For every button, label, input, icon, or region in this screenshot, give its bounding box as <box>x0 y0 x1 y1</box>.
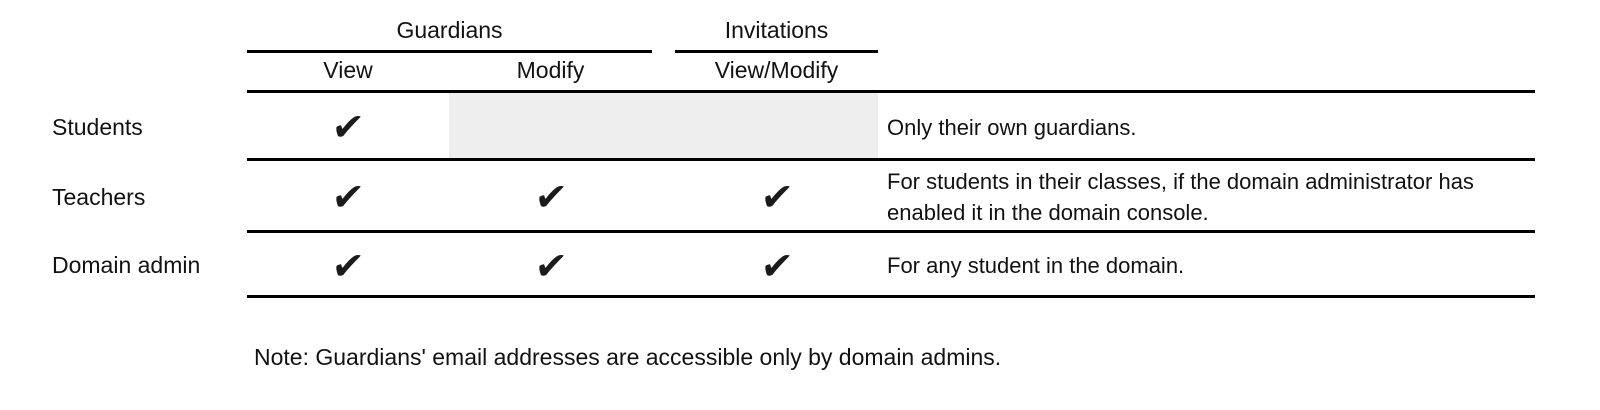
teachers-note: For students in their classes, if the do… <box>887 169 1474 225</box>
column-header-view-modify: View/Modify <box>714 57 839 83</box>
table-row-teachers: Teachers ✔ ✔ ✔ For students in their cla… <box>0 161 1600 233</box>
permissions-table-page: Guardians Invitations View Modify View/M… <box>0 10 1600 370</box>
domain-admin-modify-cell: ✔ <box>449 233 652 298</box>
group-header-guardians: Guardians <box>396 17 503 43</box>
check-mark-icon: ✔ <box>532 243 569 288</box>
teachers-view-modify-cell: ✔ <box>675 161 878 233</box>
domain-admin-note: For any student in the domain. <box>887 253 1185 278</box>
table-row-domain-admin: Domain admin ✔ ✔ ✔ For any student in th… <box>0 233 1600 298</box>
column-header-view: View <box>323 57 373 83</box>
guardians-underline <box>247 50 652 53</box>
invitations-underline <box>675 50 878 53</box>
check-mark-icon: ✔ <box>532 175 569 219</box>
check-mark-icon: ✔ <box>758 243 795 288</box>
column-header-modify: Modify <box>516 57 585 83</box>
table-group-header-row: Guardians Invitations <box>0 10 1600 53</box>
teachers-modify-cell: ✔ <box>449 161 652 233</box>
column-gap <box>652 233 675 298</box>
domain-admin-view-cell: ✔ <box>247 233 449 298</box>
notes-header-spacer <box>878 53 1535 93</box>
row-label-students: Students <box>52 113 143 140</box>
column-gap <box>652 161 675 233</box>
corner-spacer <box>0 53 247 93</box>
column-gap <box>652 53 675 93</box>
column-gap <box>652 93 675 161</box>
teachers-view-cell: ✔ <box>247 161 449 233</box>
table-column-header-row: View Modify View/Modify <box>0 53 1600 93</box>
corner-spacer <box>0 10 247 53</box>
check-mark-icon: ✔ <box>329 243 367 288</box>
row-label-teachers: Teachers <box>52 183 146 210</box>
check-mark-icon: ✔ <box>329 175 367 219</box>
table-row-students: Students ✔ Only their own guardians. <box>0 93 1600 161</box>
domain-admin-view-modify-cell: ✔ <box>675 233 878 298</box>
students-view-cell: ✔ <box>247 93 449 161</box>
students-modify-cell <box>449 93 652 161</box>
check-mark-icon: ✔ <box>758 175 795 219</box>
students-note: Only their own guardians. <box>887 114 1137 140</box>
footnote: Note: Guardians' email addresses are acc… <box>254 344 1002 370</box>
check-mark-icon: ✔ <box>329 105 367 149</box>
students-disabled-cells <box>449 93 878 161</box>
students-view-modify-cell <box>675 93 878 161</box>
row-label-domain-admin: Domain admin <box>52 252 201 278</box>
group-header-invitations: Invitations <box>724 17 829 43</box>
